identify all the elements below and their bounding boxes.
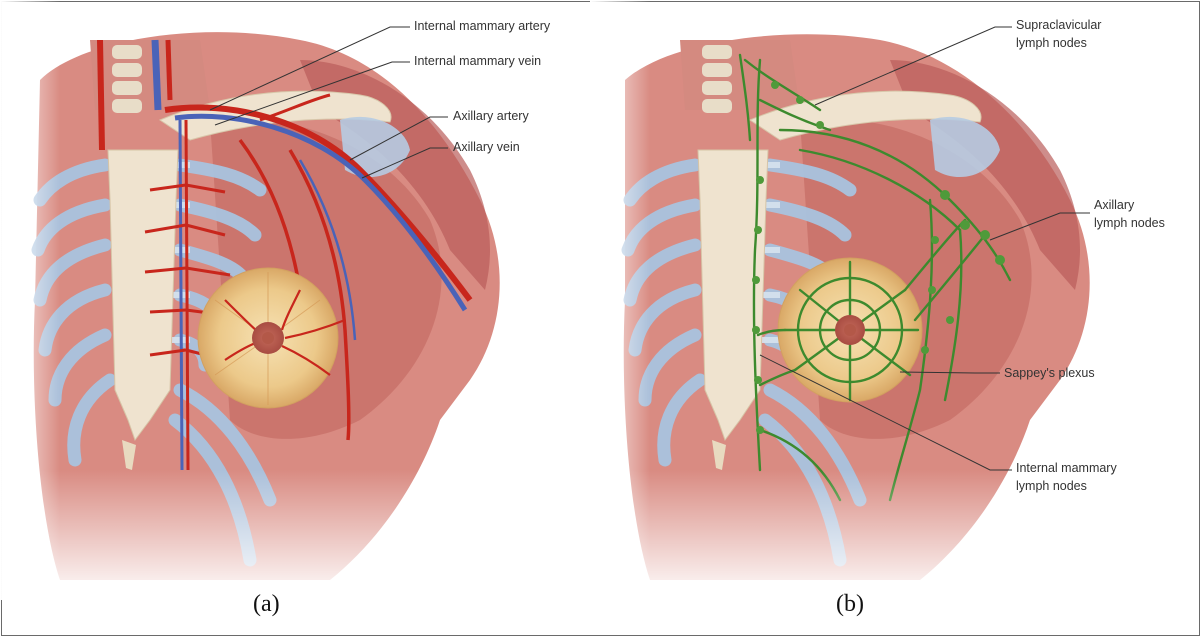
- label-axillary-lymph-line2: lymph nodes: [1094, 215, 1165, 232]
- label-supraclavicular-line2: lymph nodes: [1016, 35, 1087, 52]
- label-axillary-lymph-line1: Axillary: [1094, 197, 1134, 214]
- caption-panel-b: (b): [836, 591, 864, 618]
- label-internal-mammary-artery: Internal mammary artery: [414, 18, 550, 35]
- label-supraclavicular-line1: Supraclavicular: [1016, 17, 1101, 34]
- label-axillary-vein: Axillary vein: [453, 139, 520, 156]
- label-axillary-artery: Axillary artery: [453, 108, 529, 125]
- panel-b-anatomy: [590, 0, 1120, 600]
- caption-panel-a: (a): [253, 591, 280, 618]
- panel-a-anatomy: [0, 0, 530, 600]
- label-internal-mammary-lymph-line2: lymph nodes: [1016, 478, 1087, 495]
- label-sappeys-plexus: Sappey's plexus: [1004, 365, 1095, 382]
- label-internal-mammary-vein: Internal mammary vein: [414, 53, 541, 70]
- label-internal-mammary-lymph-line1: Internal mammary: [1016, 460, 1117, 477]
